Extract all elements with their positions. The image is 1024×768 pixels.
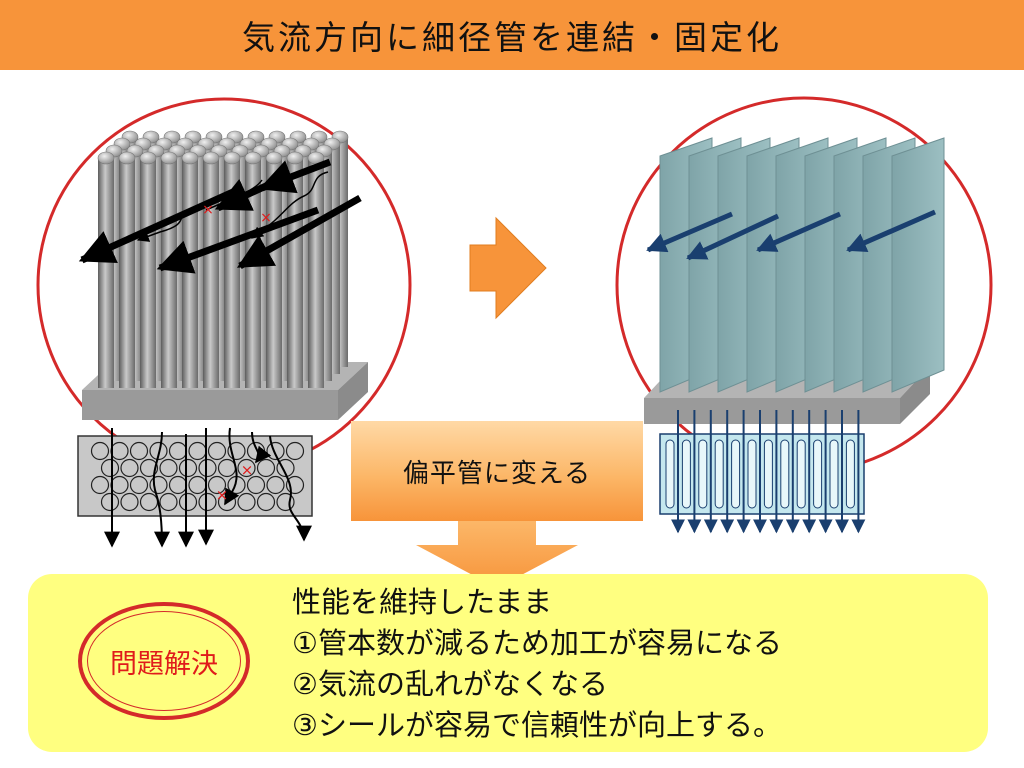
left-base-plate (82, 390, 338, 420)
cross-section-flow-arrows (104, 427, 312, 548)
result-badge: 問題解決 (78, 602, 250, 720)
benefit-intro: 性能を維持したまま (292, 585, 553, 619)
benefit-item: ③シールが容易で信頼性が向上する。 (292, 708, 782, 742)
result-badge-label: 問題解決 (110, 648, 218, 680)
right-base-plate (644, 398, 900, 424)
benefit-item: ②気流の乱れがなくなる (292, 667, 608, 701)
turbulence-x-icon: × (260, 210, 272, 226)
orange-down-arrow-icon (416, 521, 578, 588)
turbulence-x-icon: × (202, 202, 214, 218)
orange-right-arrow-icon (469, 216, 547, 320)
turbulence-x-icon: × (216, 486, 229, 504)
round-tube-cross-section: × × (77, 427, 313, 548)
benefit-list: 性能を維持したまま ①管本数が減るため加工が容易になる ②気流の乱れがなくなる … (292, 582, 982, 746)
flat-tube-bundle (615, 96, 993, 474)
title-bar: 気流方向に細径管を連結・固定化 (0, 0, 1024, 70)
page-title: 気流方向に細径管を連結・固定化 (242, 18, 782, 57)
round-tube-bundle: × × (36, 97, 412, 473)
transition-label-box (351, 421, 643, 521)
turbulence-x-icon: × (241, 461, 254, 479)
transition-label: 偏平管に変える (402, 458, 592, 489)
flat-tube-fins (659, 137, 945, 393)
right-airflow-arrows (646, 209, 937, 261)
left-airflow-arrows (78, 158, 362, 274)
flat-tube-cross-section (659, 410, 866, 534)
benefit-item: ①管本数が減るため加工が容易になる (292, 626, 782, 660)
